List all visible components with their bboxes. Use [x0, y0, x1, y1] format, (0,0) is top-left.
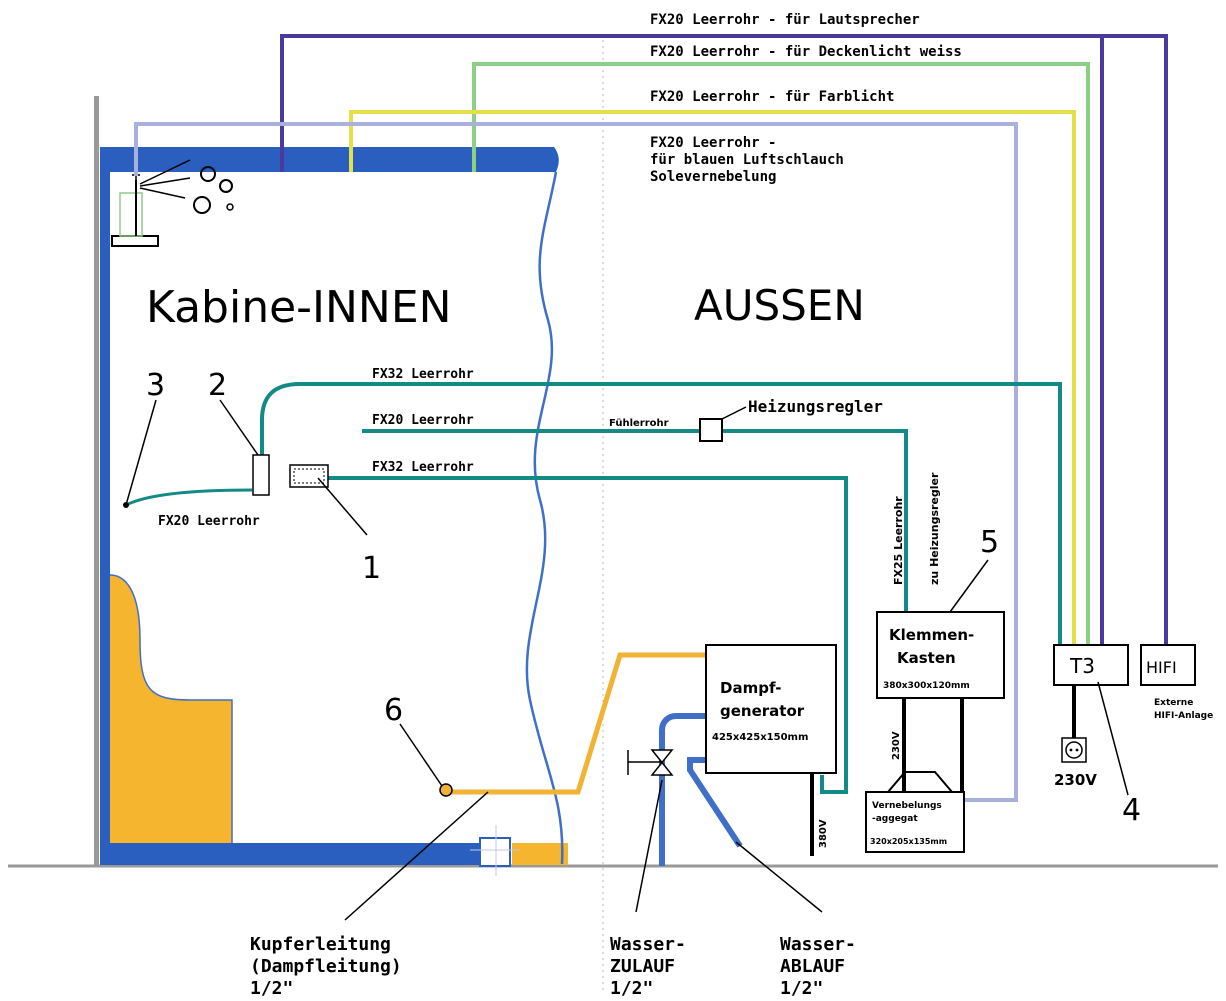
terminal-box	[876, 611, 1005, 699]
hifi-box	[1140, 644, 1196, 686]
t3-label: T3	[1069, 654, 1095, 678]
fx20-mid-label: FX20 Leerrohr	[372, 413, 474, 428]
nozzle-bracket	[119, 192, 143, 237]
nozzle-shelf	[111, 235, 159, 247]
steam-gen-dims: 425x425x150mm	[712, 732, 808, 743]
heater-controller-box	[699, 418, 723, 442]
heater-controller-leader	[721, 406, 747, 420]
socket-pin-right	[1075, 748, 1079, 752]
steam-gen-label-2: generator	[720, 702, 805, 720]
conduit-ceiling-light	[472, 62, 1090, 645]
drain-leader	[735, 841, 823, 913]
conduit-ceiling-label: FX20 Leerrohr - für Deckenlicht weiss	[650, 44, 962, 60]
conduit-color-light	[349, 110, 1076, 645]
terminal-box-dims: 380x300x120mm	[883, 681, 970, 691]
copper-label-3: 1/2"	[250, 978, 293, 999]
drain-label-3: 1/2"	[780, 978, 823, 999]
steam-gen-label-1: Dampf-	[720, 679, 781, 697]
fx32-top-label: FX32 Leerrohr	[372, 367, 474, 382]
conduit-speaker-label: FX20 Leerrohr - für Lautsprecher	[650, 12, 920, 28]
generator-voltage-label: 380V	[818, 819, 829, 848]
point-6-leader	[399, 723, 443, 787]
point-6-marker	[439, 783, 453, 797]
conduit-air-hose	[134, 122, 1018, 802]
water-inlet-pipe	[659, 713, 706, 866]
outside-label: AUSSEN	[694, 281, 865, 330]
copper-label-2: (Dampfleitung)	[250, 956, 402, 977]
mist-unit-label-2: -aggegat	[872, 814, 918, 824]
conduit-speaker	[280, 34, 1168, 645]
copper-label-1: Kupferleitung	[250, 934, 391, 955]
wall-break-line	[525, 171, 564, 865]
outer-wall-post	[94, 96, 99, 866]
point-2-number: 2	[208, 368, 227, 403]
terminal-box-label-1: Klemmen-	[889, 626, 974, 644]
conduit-air-label-1: FX20 Leerrohr -	[650, 135, 776, 151]
fx32-top-conduit	[260, 382, 1062, 645]
fx25-label-2: zu Heizungsregler	[928, 472, 941, 585]
fx32-low-label: FX32 Leerrohr	[372, 460, 474, 475]
point-4-number: 4	[1122, 793, 1141, 828]
point-1-number: 1	[362, 551, 381, 586]
bench-outline	[109, 574, 233, 843]
drain-label-2: ABLAUF	[780, 956, 845, 977]
conduit-air-label-2: für blauen Luftschlauch	[650, 152, 844, 168]
water-drain-pipe	[687, 757, 743, 848]
inlet-label-2: ZULAUF	[610, 956, 675, 977]
inlet-leader	[635, 779, 663, 913]
sensor-tube-label: Fühlerrohr	[609, 418, 669, 429]
hifi-label: HIFI	[1146, 658, 1177, 677]
fx20-low-conduit	[125, 488, 253, 507]
device-2-box	[252, 454, 270, 496]
heater-controller-label: Heizungsregler	[748, 397, 883, 416]
fx32-low-conduit	[318, 476, 848, 794]
fx20-low-label: FX20 Leerrohr	[158, 514, 260, 529]
mist-cloud-icon-3	[193, 196, 211, 214]
drain-label-1: Wasser-	[780, 934, 856, 955]
socket-pin-left	[1069, 748, 1073, 752]
mist-unit-dims: 320x205x135mm	[870, 837, 947, 846]
point-4-leader	[1097, 681, 1129, 796]
socket-icon-ring	[1065, 741, 1083, 759]
cabin-left-wall	[100, 147, 110, 865]
point-3-number: 3	[146, 368, 165, 403]
steam-generator-box	[705, 644, 837, 774]
point-6-number: 6	[384, 693, 403, 728]
point-5-leader	[949, 559, 989, 613]
hifi-ext-label-1: Externe	[1154, 698, 1193, 708]
copper-steam-pipe	[446, 652, 706, 795]
hifi-ext-label-2: HIFI-Anlage	[1154, 711, 1213, 721]
terminal-voltage-label: 230V	[891, 731, 902, 760]
cabin-floor	[100, 843, 480, 865]
point-1-leader	[317, 477, 368, 536]
cabin-ceiling	[100, 147, 559, 172]
conduit-air-label-3: Solevernebelung	[650, 169, 776, 185]
mist-unit-label-1: Vernebelungs	[872, 801, 942, 811]
mist-cloud-icon-4	[226, 203, 234, 211]
socket-voltage-label: 230V	[1054, 771, 1097, 789]
point-5-number: 5	[980, 525, 999, 560]
point-2-leader	[219, 399, 259, 456]
mist-cloud-icon	[200, 166, 216, 182]
floor-drain-gap	[479, 837, 511, 867]
fx25-label: FX25 Leerrohr	[892, 496, 905, 585]
inlet-label-1: Wasser-	[610, 934, 686, 955]
inside-label: Kabine-INNEN	[146, 282, 452, 333]
copper-leader	[344, 791, 489, 921]
point-3-leader	[125, 399, 157, 506]
bench	[110, 575, 232, 843]
device-1-box	[289, 464, 329, 488]
t3-box	[1053, 644, 1129, 686]
inlet-label-3: 1/2"	[610, 978, 653, 999]
device-1-inner	[293, 468, 325, 484]
terminal-box-label-2: Kasten	[897, 649, 956, 667]
mist-unit-top	[887, 771, 953, 793]
cabin-floor-right	[512, 843, 568, 865]
fx20-mid-conduit-out	[722, 429, 908, 612]
mist-cloud-icon-2	[219, 179, 233, 193]
conduit-color-label: FX20 Leerrohr - für Farblicht	[650, 89, 894, 105]
mist-unit-box	[865, 791, 965, 853]
